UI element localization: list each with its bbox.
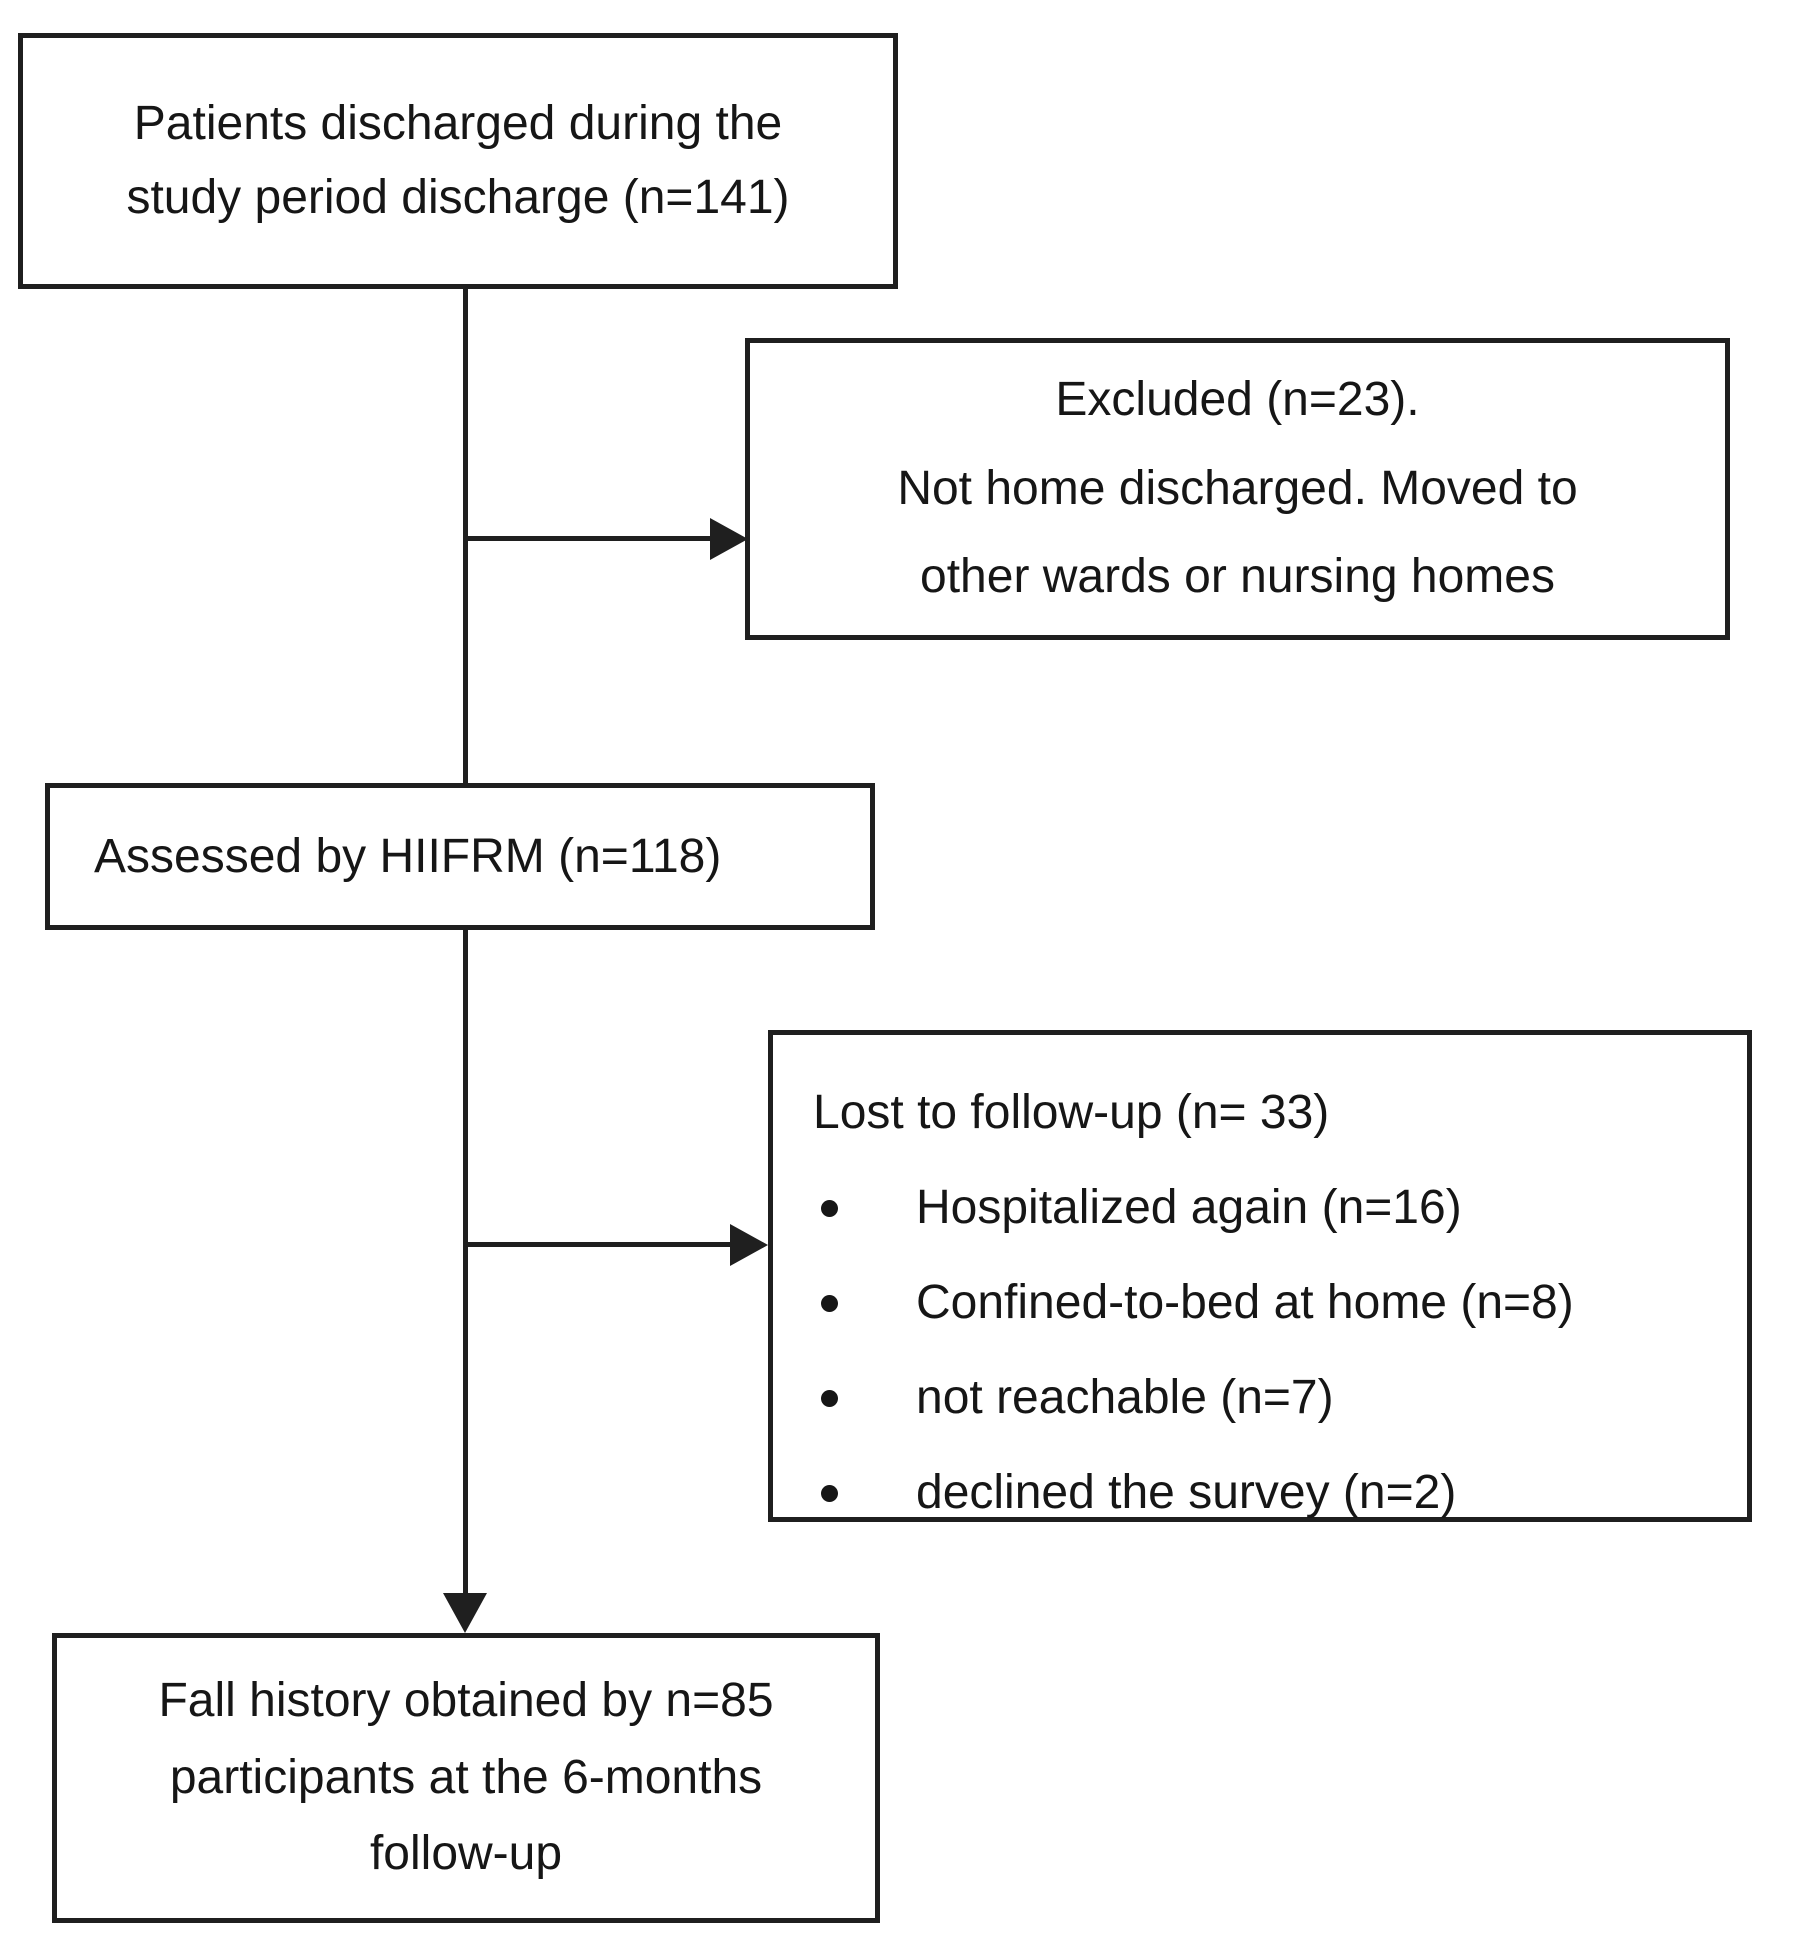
bullet-dot-icon (821, 1484, 838, 1502)
node-assessed-hiifrm: Assessed by HIIFRM (n=118) (45, 783, 875, 930)
branch-line-to-lost (465, 1242, 733, 1247)
node-followup-line-3: follow-up (369, 1827, 563, 1881)
bullet-dot-icon (821, 1389, 838, 1407)
list-item: Confined-to-bed at home (n=8) (813, 1267, 1727, 1339)
lost-reasons-list: Hospitalized again (n=16) Confined-to-be… (813, 1172, 1727, 1529)
list-item: Hospitalized again (n=16) (813, 1172, 1727, 1244)
lost-reason-label: declined the survey (n=2) (916, 1466, 1457, 1520)
node-discharged-line-1: Patients discharged during the (133, 96, 783, 150)
arrowhead-right-excluded-icon (710, 518, 748, 560)
arrowhead-down-followup-icon (443, 1593, 487, 1633)
branch-line-to-excluded (465, 536, 715, 541)
list-item: not reachable (n=7) (813, 1362, 1727, 1434)
lost-reason-label: not reachable (n=7) (916, 1371, 1334, 1425)
bullet-dot-icon (821, 1294, 838, 1312)
node-followup-line-2: participants at the 6-months (169, 1750, 763, 1804)
lost-reason-label: Hospitalized again (n=16) (916, 1181, 1462, 1235)
bullet-dot-icon (821, 1199, 838, 1217)
node-excluded: Excluded (n=23). Not home discharged. Mo… (745, 338, 1730, 640)
lost-reason-label: Confined-to-bed at home (n=8) (916, 1276, 1574, 1330)
list-item: declined the survey (n=2) (813, 1457, 1727, 1529)
node-lost-to-followup: Lost to follow-up (n= 33) Hospitalized a… (768, 1030, 1752, 1522)
main-vertical-connector-line (463, 289, 468, 1600)
node-followup-line-1: Fall history obtained by n=85 (158, 1673, 774, 1727)
node-excluded-line-2: Not home discharged. Moved to (897, 461, 1578, 515)
node-excluded-line-1: Excluded (n=23). (1055, 372, 1420, 426)
node-patients-discharged: Patients discharged during the study per… (18, 33, 898, 289)
node-discharged-line-2: study period discharge (n=141) (126, 171, 790, 224)
node-fall-history-followup: Fall history obtained by n=85 participan… (52, 1633, 880, 1923)
node-assessed-label: Assessed by HIIFRM (n=118) (94, 830, 722, 883)
arrowhead-right-lost-icon (730, 1224, 768, 1266)
node-excluded-line-3: other wards or nursing homes (920, 550, 1555, 604)
node-lost-title: Lost to follow-up (n= 33) (813, 1086, 1330, 1139)
